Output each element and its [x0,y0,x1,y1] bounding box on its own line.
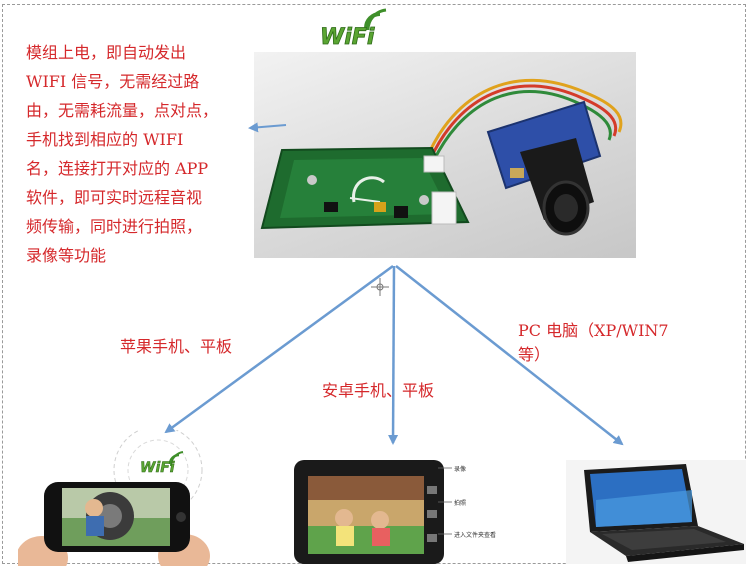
wifi-logo-text: WiFi [320,25,375,50]
phone-annotation-record: 录像 [454,466,467,473]
description-line: 软件，即可实时远程音视 [26,188,203,207]
description-line: 由，无需耗流量，点对点， [26,101,219,120]
android-device-image: 录像 拍照 进入文件夹查看 [292,456,542,566]
pc-label-line1: PC 电脑（XP/WIN7 [518,321,669,340]
android-label: 安卓手机、平板 [322,381,435,400]
pc-label-line2: 等） [518,345,551,364]
description-line: 名，连接打开对应的 APP [26,159,209,178]
iphone-label: 苹果手机、平板 [120,337,233,356]
camera-module-photo [254,52,636,258]
phone-annotation-folder: 进入文件夹查看 [454,532,497,539]
svg-text:WiFi: WiFi [140,460,175,476]
description-line: WIFI 信号，无需经过路 [26,72,200,91]
phone-annotation-photo: 拍照 [454,500,467,507]
arrow-to-android [388,265,399,445]
description-line: 录像等功能 [26,246,107,265]
anchor-crosshair-icon [371,278,389,296]
wifi-small-icon: WiFi [140,451,184,476]
module-description: 模组上电，即自动发出 WIFI 信号，无需经过路 由，无需耗流量，点对点， 手机… [26,38,252,270]
wifi-logo-icon: WiFi [320,8,387,50]
iphone-device-image: WiFi [18,430,228,566]
description-line: 频传输，同时进行拍照， [26,217,203,236]
laptop-device-image [566,460,746,564]
description-line: 手机找到相应的 WIFI [26,130,184,149]
arrow-to-iphone [164,264,394,434]
arrow-to-description [248,122,287,133]
arrow-to-pc [395,265,624,446]
description-line: 模组上电，即自动发出 [26,43,187,62]
